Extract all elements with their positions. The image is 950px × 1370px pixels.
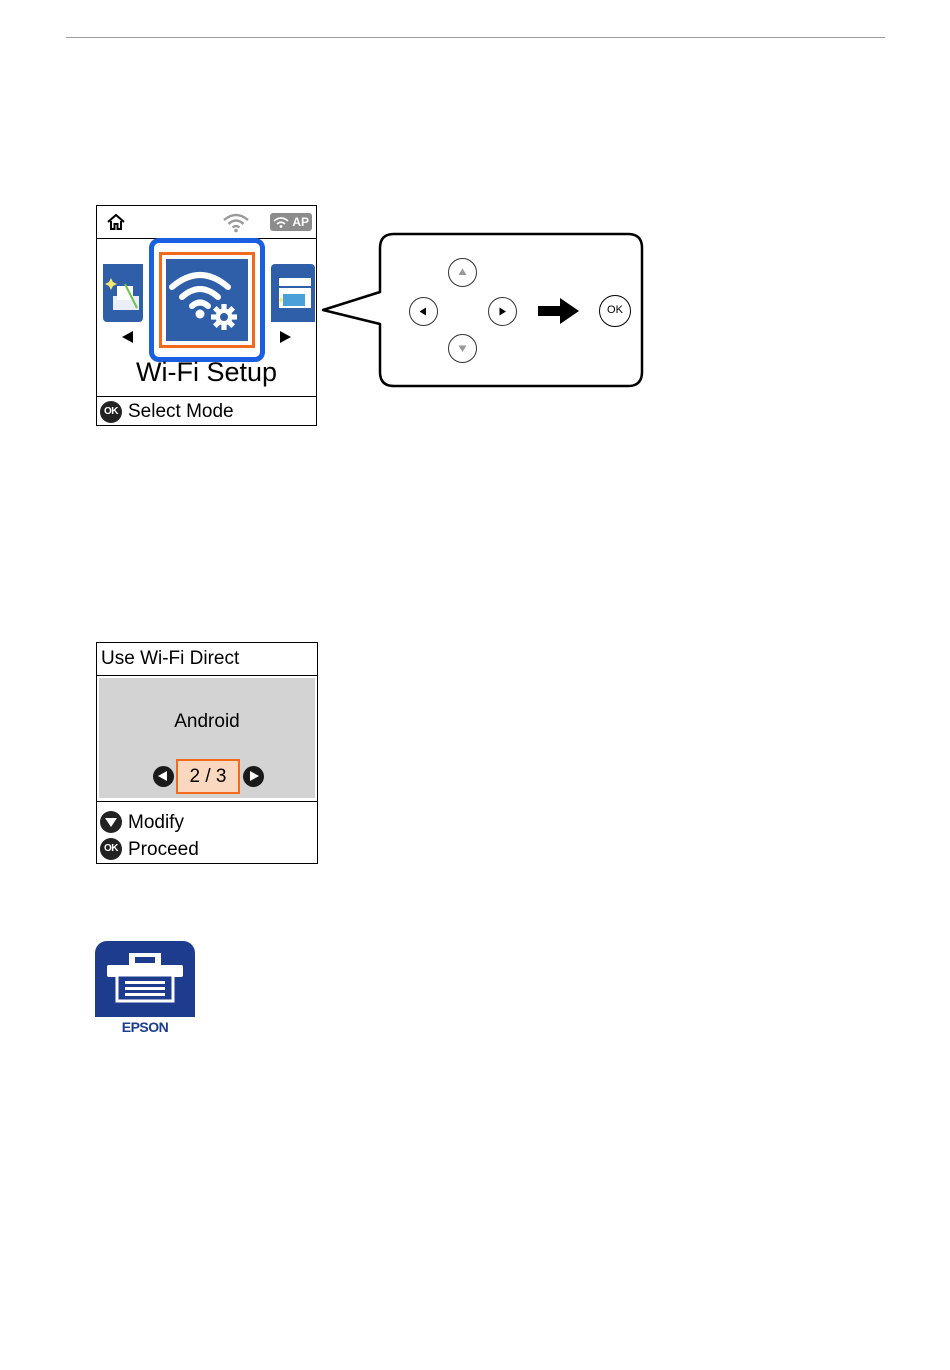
app-icon-tile	[95, 941, 195, 1017]
up-button[interactable]	[448, 258, 477, 287]
lcd-footer: Modify OK Proceed	[97, 801, 317, 864]
device-selector-panel: Android 2 / 3	[99, 678, 315, 798]
down-arrow-icon	[448, 334, 477, 363]
footer-hint-proceed: Proceed	[128, 838, 199, 862]
selected-menu-highlight	[149, 238, 265, 362]
left-arrow-icon	[409, 297, 438, 326]
selected-device-type: Android	[99, 710, 315, 734]
control-panel-callout	[320, 232, 646, 390]
lcd-footer: OK Select Mode	[97, 396, 316, 426]
menu-tile-previous[interactable]	[103, 264, 143, 322]
lcd-wifi-direct-screen: Use Wi-Fi Direct Android 2 / 3 Modify OK…	[96, 642, 318, 864]
down-arrow-icon	[100, 811, 122, 833]
then-arrow-icon	[538, 297, 580, 325]
up-arrow-icon	[448, 258, 477, 287]
ap-badge-label: AP	[292, 215, 309, 229]
right-arrow-icon	[488, 297, 517, 326]
footer-hint-modify: Modify	[128, 811, 184, 835]
menu-tile-next[interactable]	[271, 264, 315, 322]
menu-title: Wi-Fi Setup	[97, 356, 316, 388]
wifi-signal-icon	[221, 211, 251, 233]
header-rule	[66, 37, 885, 38]
previous-option-icon[interactable]	[153, 766, 174, 787]
epson-app-icon[interactable]: EPSON	[95, 941, 195, 1039]
footer-row-modify: Modify	[100, 811, 122, 835]
scroll-left-arrow-icon[interactable]	[122, 331, 133, 343]
lcd-wifi-setup-screen: AP	[96, 205, 317, 426]
ok-icon: OK	[100, 401, 122, 423]
screen-title: Use Wi-Fi Direct	[101, 647, 239, 671]
next-option-icon[interactable]	[243, 766, 264, 787]
printer-icon	[95, 941, 195, 1017]
ok-button[interactable]: OK	[599, 295, 631, 327]
footer-hint-select-mode: Select Mode	[128, 401, 234, 423]
scroll-right-arrow-icon[interactable]	[280, 331, 291, 343]
app-brand-label: EPSON	[95, 1017, 195, 1037]
wifi-gear-icon	[166, 259, 246, 339]
right-button[interactable]	[488, 297, 517, 326]
footer-row-proceed: OK Proceed	[100, 838, 122, 862]
home-icon[interactable]	[106, 213, 126, 231]
left-button[interactable]	[409, 297, 438, 326]
page-indicator: 2 / 3	[176, 759, 240, 794]
selected-menu-focus-box[interactable]	[159, 252, 255, 348]
screen-header: Use Wi-Fi Direct	[97, 643, 317, 676]
photo-menu-icon	[271, 264, 315, 322]
down-button[interactable]	[448, 334, 477, 363]
ap-wifi-icon	[273, 215, 289, 229]
print-menu-icon	[103, 264, 143, 322]
access-point-badge: AP	[270, 213, 312, 231]
status-bar: AP	[97, 206, 316, 239]
ok-icon: OK	[100, 838, 122, 860]
wifi-setup-tile	[166, 259, 248, 341]
